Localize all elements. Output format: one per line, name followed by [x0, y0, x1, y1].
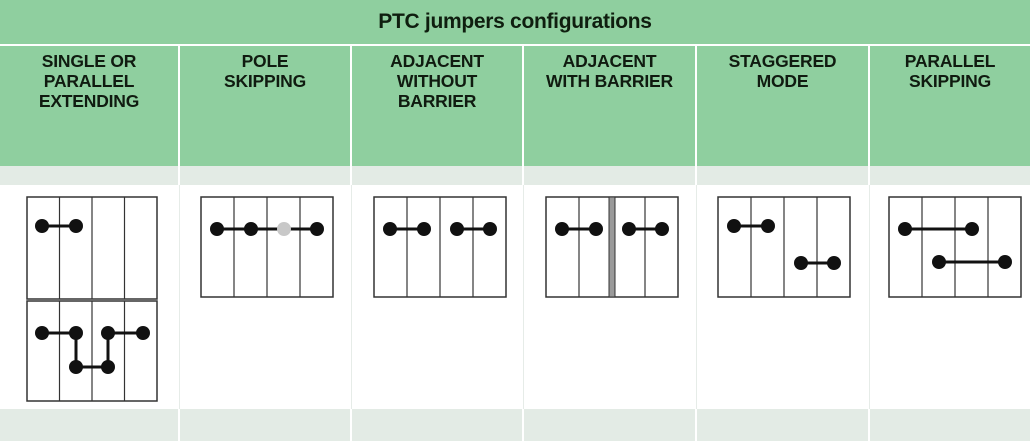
parallel-skipping-diagram [888, 196, 1022, 298]
spacer-band [524, 166, 697, 185]
column-header-label: PARALLEL SKIPPING [904, 51, 996, 91]
adjacent-with-barrier-diagram [545, 196, 679, 298]
column-header-parallel-skipping: PARALLEL SKIPPING [870, 46, 1030, 166]
footer-band [352, 409, 524, 441]
single-or-parallel-extending-diagram-bottom [26, 300, 158, 402]
footer-band [0, 409, 180, 441]
adjacent-without-barrier-diagram [373, 196, 507, 298]
spacer-band [870, 166, 1030, 185]
spacer-band [180, 166, 352, 185]
footer-band [870, 409, 1030, 441]
column-header-adjacent-with-barrier: ADJACENT WITH BARRIER [524, 46, 697, 166]
spacer-band [352, 166, 524, 185]
column-header-label: ADJACENT WITH BARRIER [546, 51, 673, 91]
table-title: PTC jumpers configurations [378, 10, 652, 33]
column-header-pole-skipping: POLE SKIPPING [180, 46, 352, 166]
column-header-label: SINGLE OR PARALLEL EXTENDING [38, 51, 140, 111]
column-header-single-or-parallel-extending: SINGLE OR PARALLEL EXTENDING [0, 46, 180, 166]
footer-band [697, 409, 870, 441]
single-or-parallel-extending-diagram-top [26, 196, 158, 300]
table-title-bar: PTC jumpers configurations [0, 0, 1030, 46]
footer-band [524, 409, 697, 441]
column-header-label: POLE SKIPPING [223, 51, 307, 91]
column-header-label: STAGGERED MODE [728, 51, 837, 91]
staggered-mode-diagram [717, 196, 851, 298]
pole-skipping-diagram [200, 196, 334, 298]
column-header-label: ADJACENT WITHOUT BARRIER [390, 51, 484, 111]
spacer-band [697, 166, 870, 185]
column-header-adjacent-without-barrier: ADJACENT WITHOUT BARRIER [352, 46, 524, 166]
column-header-staggered-mode: STAGGERED MODE [697, 46, 870, 166]
spacer-band [0, 166, 180, 185]
footer-band [180, 409, 352, 441]
